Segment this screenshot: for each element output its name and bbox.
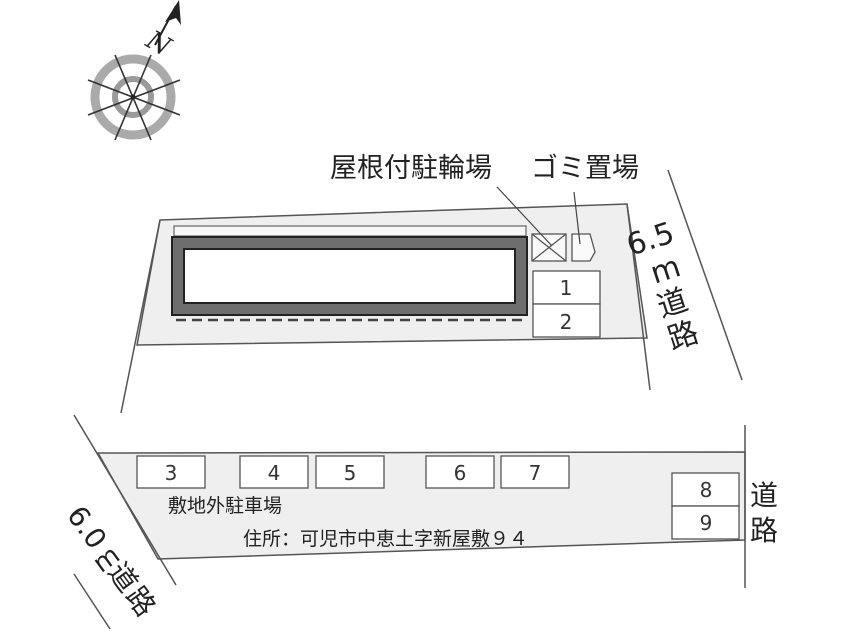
- southwest-road-edge-1: [73, 414, 177, 586]
- svg-text:路: 路: [750, 514, 778, 547]
- svg-text:2: 2: [560, 310, 573, 334]
- garbage-area-label: ゴミ置場: [531, 153, 639, 184]
- parking-space-2: 2: [532, 303, 601, 338]
- parking-space-7: 7: [500, 455, 570, 489]
- leader-garbage: [573, 191, 581, 245]
- leader-bicycle: [496, 186, 553, 247]
- svg-text:5: 5: [344, 461, 357, 485]
- svg-text:3: 3: [165, 461, 178, 485]
- off-site-parking-label: 敷地外駐車場: [168, 495, 282, 517]
- svg-text:8: 8: [700, 478, 713, 502]
- site-boundary-west: [120, 219, 161, 414]
- parking-space-4: 4: [239, 455, 309, 489]
- svg-text:9: 9: [700, 511, 713, 535]
- parking-space-8: 8: [671, 472, 740, 507]
- bicycle-parking-label: 屋根付駐輪場: [330, 153, 492, 184]
- parking-space-5: 5: [315, 455, 385, 489]
- svg-text:道: 道: [750, 479, 778, 512]
- svg-text:6: 6: [454, 461, 467, 485]
- parking-space-3: 3: [136, 455, 206, 489]
- svg-text:路: 路: [663, 315, 702, 358]
- southeast-road-label: 道 路: [750, 479, 778, 547]
- garbage-area: [571, 233, 596, 262]
- parking-space-9: 9: [671, 505, 740, 540]
- address-label: 住所：可児市中恵土字新屋敷９４: [243, 528, 528, 550]
- svg-text:4: 4: [268, 461, 281, 485]
- eave-outline: [173, 225, 527, 237]
- parking-space-6: 6: [425, 455, 495, 489]
- bicycle-parking-area: [531, 233, 567, 262]
- parking-space-1: 1: [532, 270, 601, 305]
- building: [171, 236, 528, 316]
- svg-text:7: 7: [529, 461, 542, 485]
- southwest-road-edge-2: [73, 573, 111, 630]
- east-road-edge: [667, 169, 743, 381]
- svg-text:1: 1: [560, 276, 573, 300]
- site-boundary-east: [626, 203, 651, 391]
- compass-icon: N: [87, 0, 181, 141]
